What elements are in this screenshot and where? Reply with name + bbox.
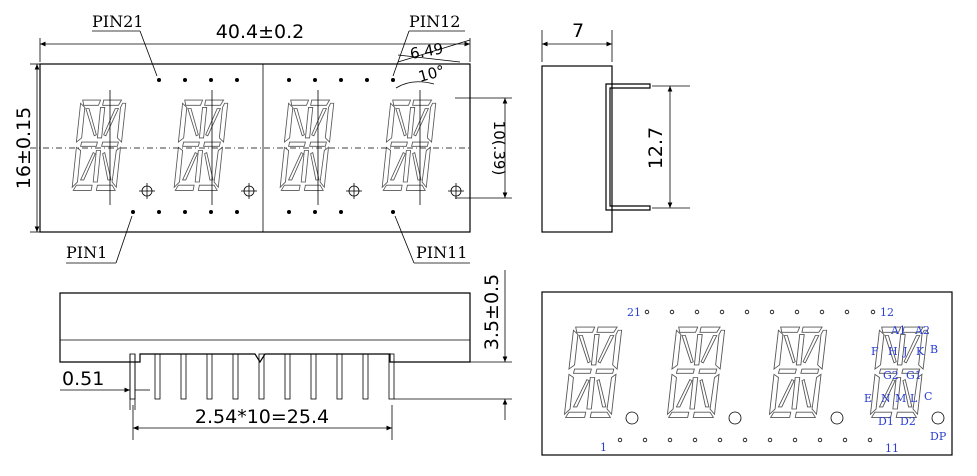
side-width-label: 7 [572, 20, 584, 42]
pin12-leader [392, 30, 410, 77]
pin11-leader [394, 215, 415, 264]
pin21-leader [139, 30, 158, 77]
pinmap-bottom-dots [617, 437, 873, 443]
front-top-pin-dots [157, 78, 395, 82]
pinmap-pin21-label: 21 [627, 306, 641, 319]
segment-label-d2: D2 [900, 415, 916, 428]
pinmap-digit-2 [667, 326, 726, 418]
segment-label-d1: D1 [878, 415, 894, 428]
bottom-body [59, 292, 471, 364]
front-digit-2 [173, 99, 229, 191]
front-bottom-pin-dots [131, 210, 395, 214]
height-dimension-label: 16±0.15 [13, 107, 35, 189]
segment-label-l: L [910, 392, 918, 405]
segment-label-g2: G2 [883, 369, 899, 382]
segment-label-k: K [916, 345, 925, 358]
front-digit-3 [279, 99, 335, 191]
pinmap-pin1-label: 1 [600, 441, 607, 454]
pinmap-decimal-points [625, 411, 945, 425]
pin1-leader [115, 215, 133, 264]
pin12-label: PIN12 [409, 12, 460, 31]
segment-label-f: F [871, 345, 879, 358]
pin-width-label: 0.51 [62, 368, 104, 390]
pin21-label: PIN21 [92, 12, 143, 31]
bottom-view: 0.51 2.54*10=25.4 3.5±0.5 [59, 270, 512, 440]
front-digit-1 [71, 99, 127, 191]
pinmap-digit-3 [769, 326, 828, 418]
pin-height-label: 3.5±0.5 [481, 274, 503, 350]
segment-label-a1: A1 [890, 324, 906, 337]
side-body [541, 65, 613, 233]
segment-label-a2: A2 [914, 324, 930, 337]
pinmap-pin12-label: 12 [880, 306, 894, 319]
front-view: 40.4±0.2 16±0.15 10(.39) 6.49 10° PIN21 … [13, 12, 512, 264]
pinmap-top-dots [644, 309, 876, 315]
segment-label-dp: DP [930, 430, 947, 443]
segment-label-j: J [902, 345, 907, 358]
segment-label-g1: G1 [906, 369, 922, 382]
segment-label-m: M [895, 392, 906, 405]
front-decimal-points [139, 183, 464, 199]
segment-label-b: B [930, 343, 938, 356]
pitch-label: 2.54*10=25.4 [195, 406, 329, 428]
slant-dimension-line [397, 54, 461, 63]
segment-label-n: N [881, 392, 891, 405]
angle-label: 10° [416, 62, 446, 86]
side-view: 7 12.7 [541, 20, 690, 233]
segment-label-c: C [924, 390, 932, 403]
slant-leader [397, 39, 471, 63]
pin11-label: PIN11 [416, 243, 467, 262]
pinmap-pin11-label: 11 [885, 442, 899, 455]
width-dimension-label: 40.4±0.2 [216, 21, 304, 43]
segment-labels: A1 A2 F H J K B G2 G1 E N M L C D1 D2 DP [864, 324, 947, 443]
segment-label-h: H [888, 345, 898, 358]
pin-span-label: 12.7 [645, 127, 667, 169]
pin-map: 21 12 1 11 A1 A2 F H J K B G2 G1 E N M [541, 291, 953, 456]
pin-map-outline [541, 291, 953, 456]
pin1-label: PIN1 [66, 243, 107, 262]
bottom-pins [129, 353, 395, 400]
segment-label-e: E [864, 392, 872, 405]
side-pins [605, 83, 651, 211]
angle-arc [395, 81, 435, 89]
pinmap-digit-1 [564, 326, 623, 418]
digit-height-label: 10(.39) [490, 121, 508, 176]
slant-dimension-label: 6.49 [409, 39, 445, 63]
front-digit-4 [381, 99, 437, 191]
